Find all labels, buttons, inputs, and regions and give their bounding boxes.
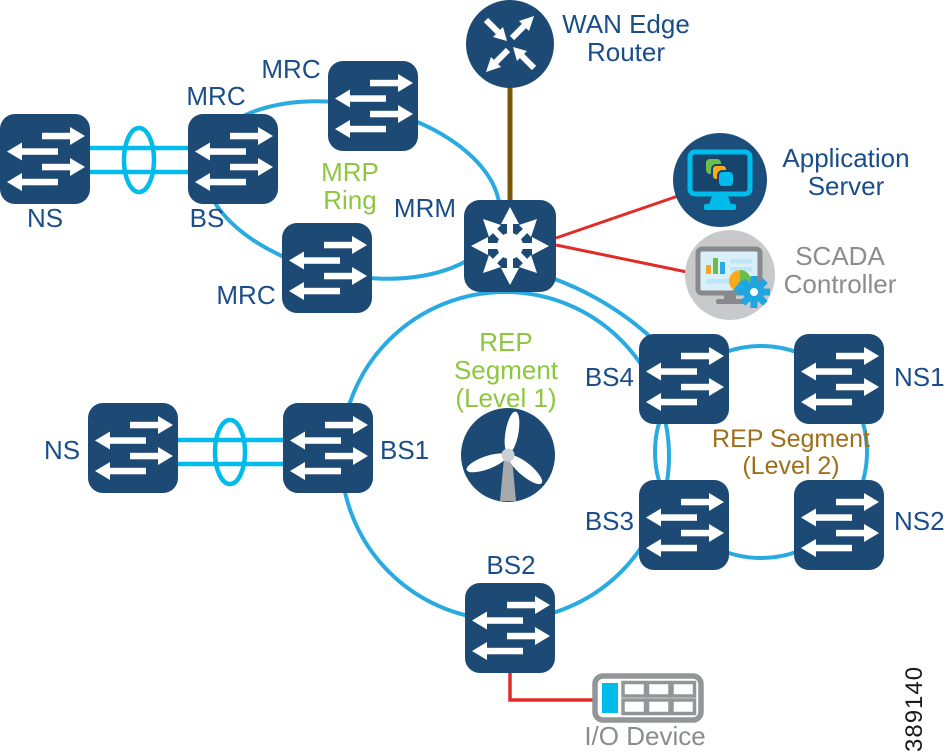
application-server-icon — [673, 133, 767, 227]
link-aggregation-ellipse — [212, 417, 248, 487]
bs3-switch-icon — [639, 480, 729, 570]
node-label-mrc-top: MRC — [261, 54, 321, 84]
ns2-switch-icon — [794, 480, 884, 570]
node-label-application-server: Application Server — [762, 144, 930, 200]
label-line: Segment — [453, 355, 559, 385]
label-line: Controller — [783, 269, 897, 299]
ns-bs1-dual-link — [178, 417, 283, 487]
io-device-icon — [592, 673, 704, 723]
ns-mid-switch-icon — [88, 403, 178, 493]
label-line: (Level 2) — [742, 452, 840, 480]
mrc-bottom-switch-icon — [282, 223, 372, 313]
ring-label-mrp: MRP Ring — [315, 158, 385, 214]
figure-number: 389140 — [901, 665, 928, 752]
mrm-appserver-link — [555, 194, 679, 240]
ns-top-switch-icon — [0, 114, 90, 204]
label-line: WAN Edge — [562, 9, 690, 39]
ns1-switch-icon — [794, 334, 884, 424]
label-line: Router — [586, 37, 666, 67]
mrm-bs4-link — [551, 276, 659, 345]
node-label-wan-edge-router: WAN Edge Router — [556, 10, 696, 66]
label-line: Server — [807, 171, 885, 201]
mrm-multilayer-switch-icon — [464, 200, 556, 292]
label-line: (Level 1) — [455, 383, 557, 413]
node-label-mrc-ring: MRC — [186, 81, 246, 111]
bs4-switch-icon — [639, 334, 729, 424]
wan-edge-router-icon — [466, 0, 554, 88]
label-line: REP — [479, 327, 533, 357]
rep-level2-ring-link — [653, 344, 869, 560]
node-label-ns-top: NS — [26, 203, 64, 233]
node-label-bs: BS — [189, 203, 225, 233]
label-line: Ring — [323, 185, 377, 215]
bs1-switch-icon — [283, 403, 373, 493]
bs2-iodevice-link — [508, 672, 594, 702]
node-label-scada-controller: SCADA Controller — [752, 242, 928, 298]
node-label-ns-mid: NS — [43, 435, 81, 465]
node-label-mrm: MRM — [393, 193, 456, 223]
ring-label-rep-level2: REP Segment (Level 2) — [701, 426, 881, 480]
node-label-bs2: BS2 — [486, 550, 536, 580]
link-aggregation-ellipse — [121, 125, 157, 195]
node-label-mrc-bottom: MRC — [216, 280, 276, 310]
ns-bs-dual-link — [90, 125, 188, 195]
label-line: MRP — [321, 157, 379, 187]
node-label-bs3: BS3 — [584, 506, 634, 536]
bs-switch-icon — [188, 114, 278, 204]
bs2-switch-icon — [465, 583, 555, 673]
mrm-scada-link — [555, 243, 688, 274]
ring-label-rep-level1: REP Segment (Level 1) — [440, 328, 572, 412]
node-label-ns2: NS2 — [894, 506, 945, 536]
node-label-io-device: I/O Device — [584, 721, 706, 751]
label-line: Application — [782, 143, 910, 173]
node-label-ns1: NS1 — [894, 362, 945, 392]
label-line: REP Segment — [712, 425, 870, 453]
wind-turbine-icon — [461, 408, 555, 502]
node-label-bs1: BS1 — [380, 435, 430, 465]
node-label-bs4: BS4 — [584, 362, 634, 392]
label-line: SCADA — [795, 241, 885, 271]
mrc-top-switch-icon — [328, 61, 418, 151]
